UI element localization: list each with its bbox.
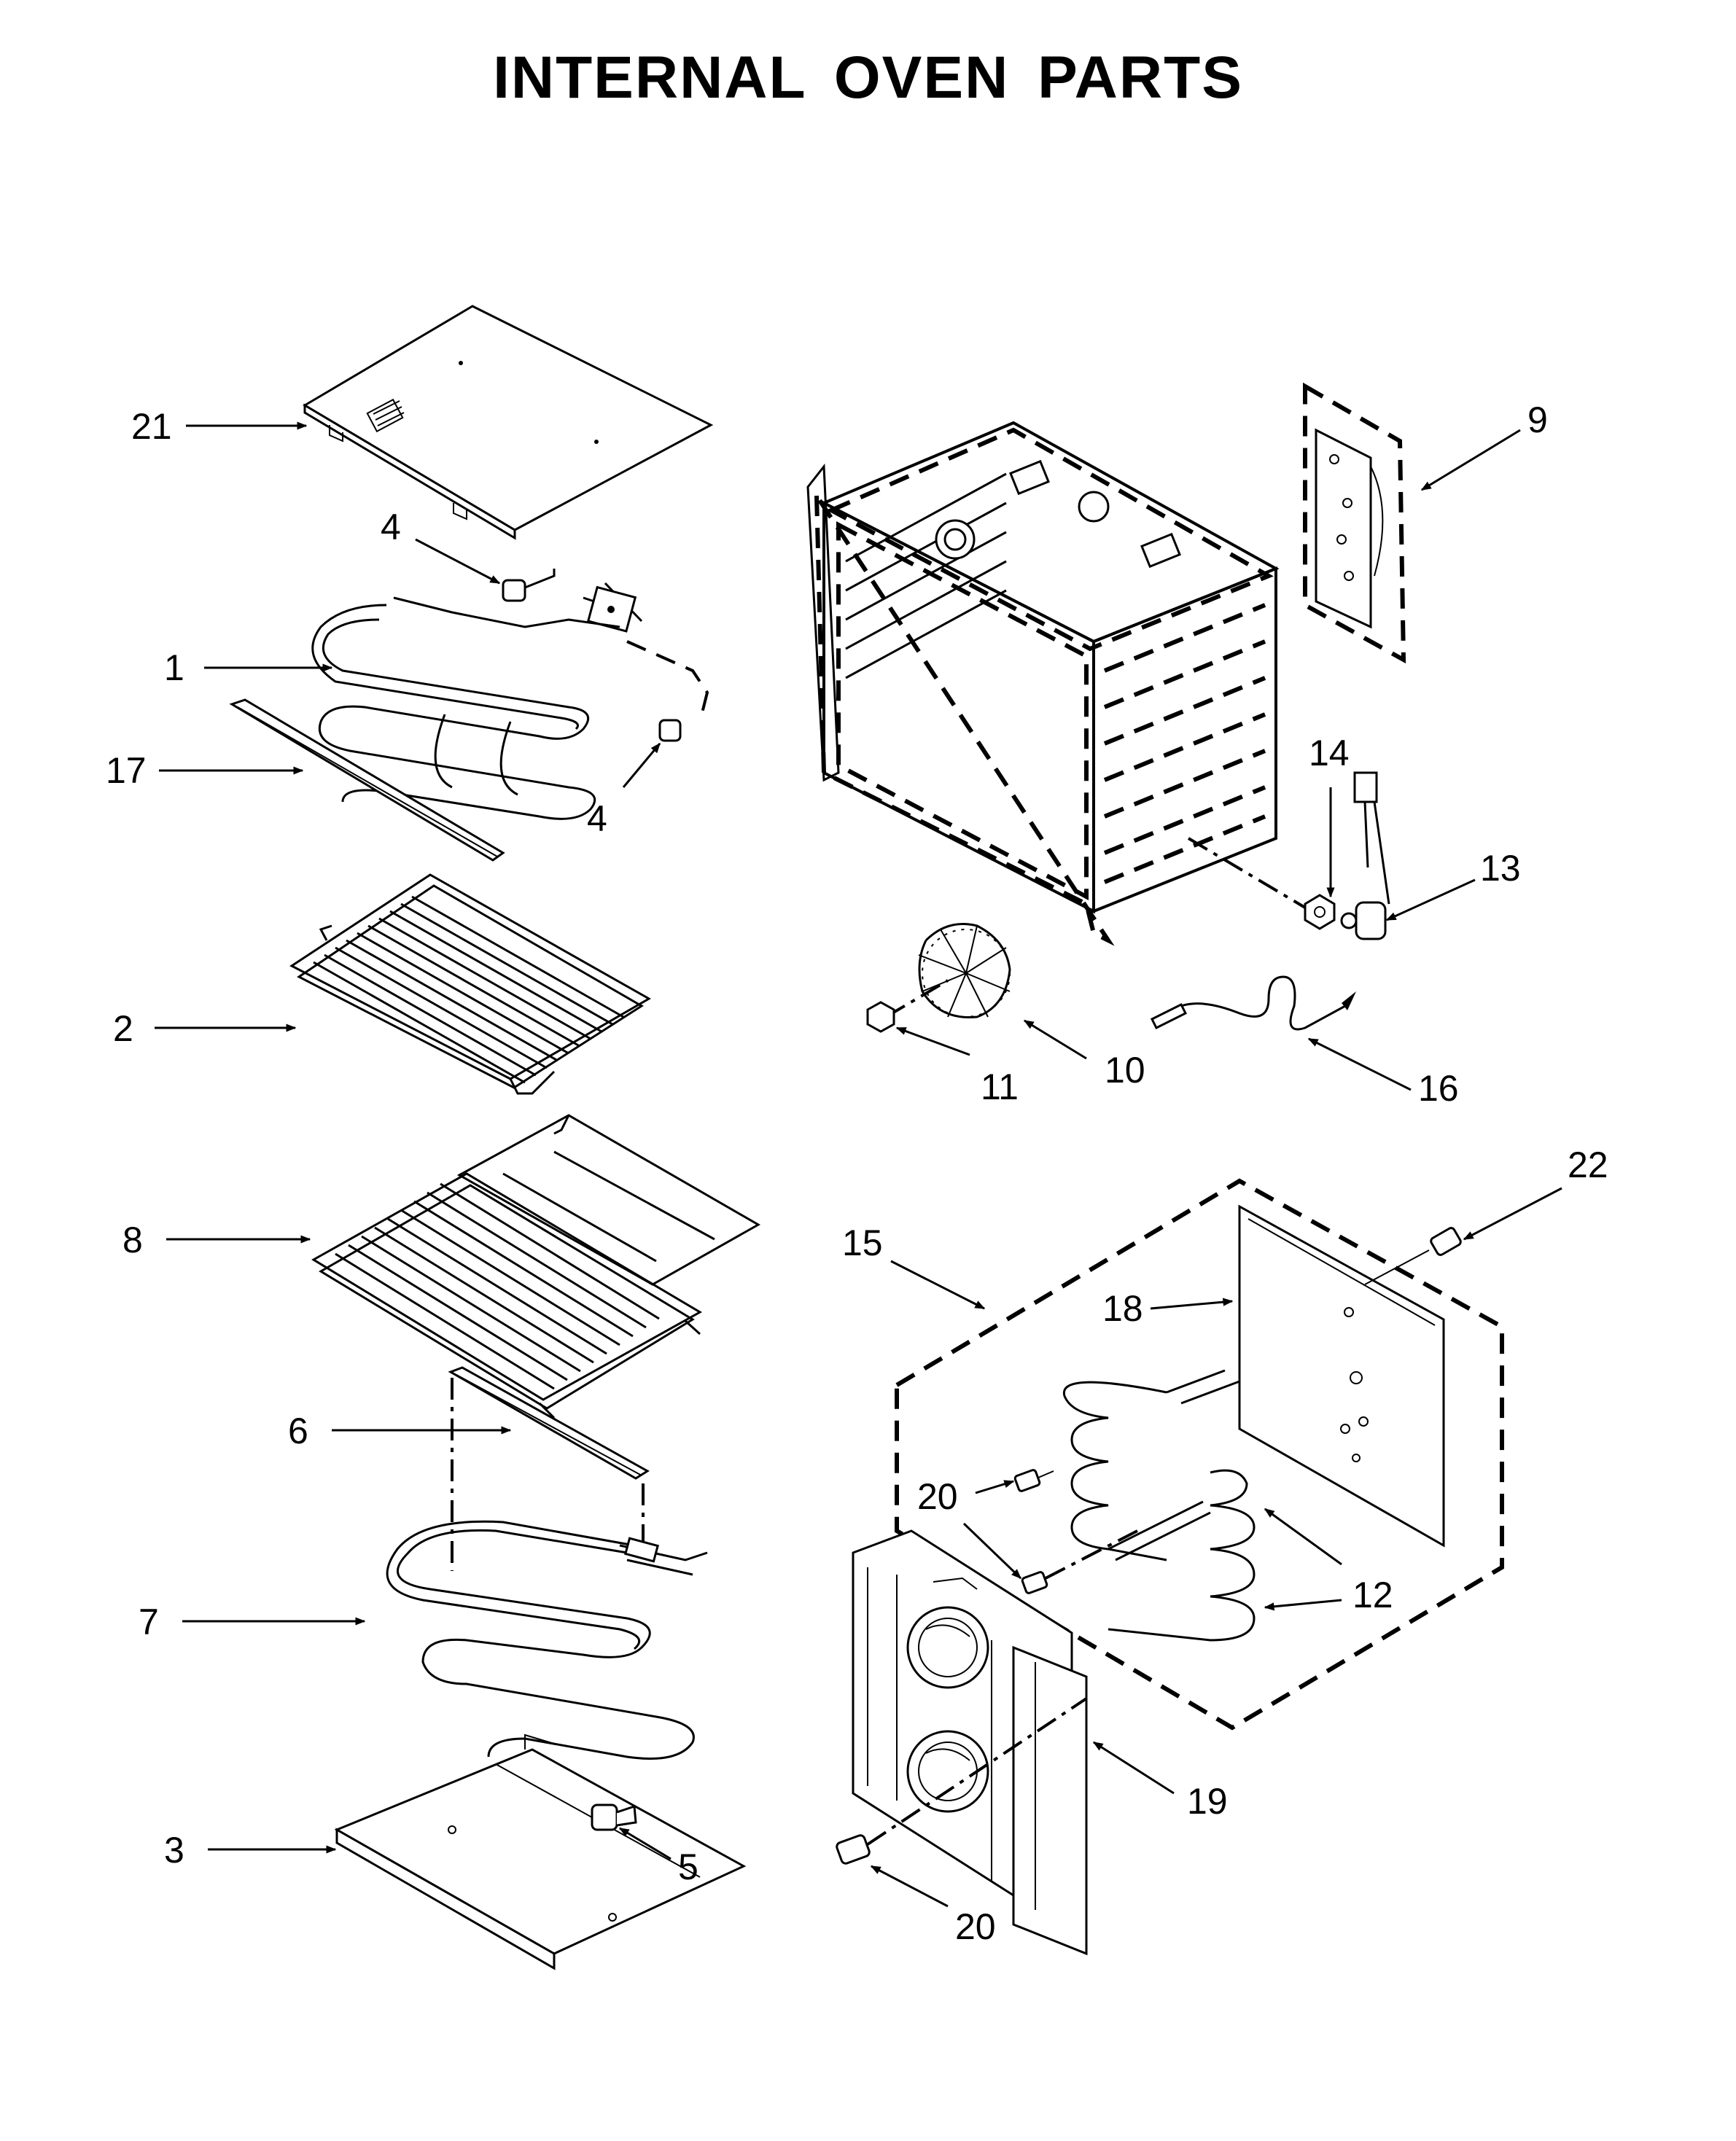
- top-cover-part[interactable]: [303, 305, 714, 540]
- callout-12: 12: [1352, 1575, 1393, 1615]
- callout-21: 21: [131, 406, 172, 447]
- broil-element-part[interactable]: [311, 596, 620, 820]
- callout-20-c: 20: [955, 1906, 996, 1947]
- meat-probe-part[interactable]: [1150, 975, 1356, 1031]
- roll-out-rack-part[interactable]: [311, 1114, 761, 1419]
- callout-5: 5: [678, 1846, 698, 1887]
- callout-3: 3: [164, 1830, 184, 1871]
- terminal-screw-part-upper[interactable]: [502, 569, 643, 633]
- callout-2: 2: [113, 1008, 133, 1049]
- bake-element-part[interactable]: [386, 1520, 708, 1760]
- convection-element-part[interactable]: [1062, 1369, 1256, 1642]
- callout-22: 22: [1568, 1144, 1608, 1185]
- motor-assembly-part[interactable]: [1340, 771, 1390, 940]
- bottom-screw-part[interactable]: [591, 1803, 637, 1831]
- fan-nut-part[interactable]: [866, 979, 949, 1033]
- callout-4-lower: 4: [587, 798, 607, 839]
- callout-17: 17: [106, 750, 147, 791]
- element-bracket-part[interactable]: [229, 698, 505, 862]
- callout-6: 6: [288, 1411, 308, 1451]
- nut-part[interactable]: [1187, 837, 1336, 930]
- callout-1: 1: [164, 647, 184, 688]
- callout-11: 11: [981, 1066, 1019, 1107]
- sensor-assembly-part[interactable]: [1303, 382, 1406, 664]
- leader-lines: [155, 421, 1562, 1908]
- fan-shroud-part[interactable]: [852, 1529, 1088, 1956]
- callout-14: 14: [1309, 733, 1350, 773]
- convection-assembly-boundary: [895, 1178, 1504, 1731]
- callout-16: 16: [1418, 1068, 1459, 1109]
- oven-bottom-part[interactable]: [334, 1734, 747, 1970]
- bake-element-bracket-part[interactable]: [448, 1366, 650, 1571]
- callout-20-a: 20: [917, 1476, 958, 1517]
- convection-cover-part[interactable]: [1238, 1204, 1445, 1548]
- oven-rack-part[interactable]: [289, 873, 652, 1095]
- terminal-screw-part-lower[interactable]: [626, 640, 709, 742]
- callout-18: 18: [1102, 1288, 1143, 1329]
- callout-labels: 21 4 1 17 4 2 8 6 7 3 5 9 14 13 10 11 16…: [106, 399, 1608, 1947]
- callout-13: 13: [1480, 848, 1521, 889]
- callout-8: 8: [122, 1220, 143, 1260]
- shroud-screw-part[interactable]: [836, 1697, 1088, 1865]
- oven-cavity-part[interactable]: [806, 421, 1280, 946]
- fan-blade-part[interactable]: [918, 923, 1011, 1019]
- cover-screw-part[interactable]: [1364, 1227, 1462, 1285]
- callout-7: 7: [139, 1602, 159, 1642]
- element-screw-part-a[interactable]: [1013, 1469, 1054, 1492]
- callout-10: 10: [1105, 1050, 1145, 1091]
- callout-19: 19: [1187, 1781, 1228, 1822]
- page-title: INTERNAL OVEN PARTS: [493, 44, 1243, 111]
- callout-9: 9: [1527, 399, 1548, 440]
- callout-4-upper: 4: [381, 507, 401, 547]
- callout-15: 15: [842, 1222, 883, 1263]
- element-screw-part-b[interactable]: [1021, 1529, 1138, 1594]
